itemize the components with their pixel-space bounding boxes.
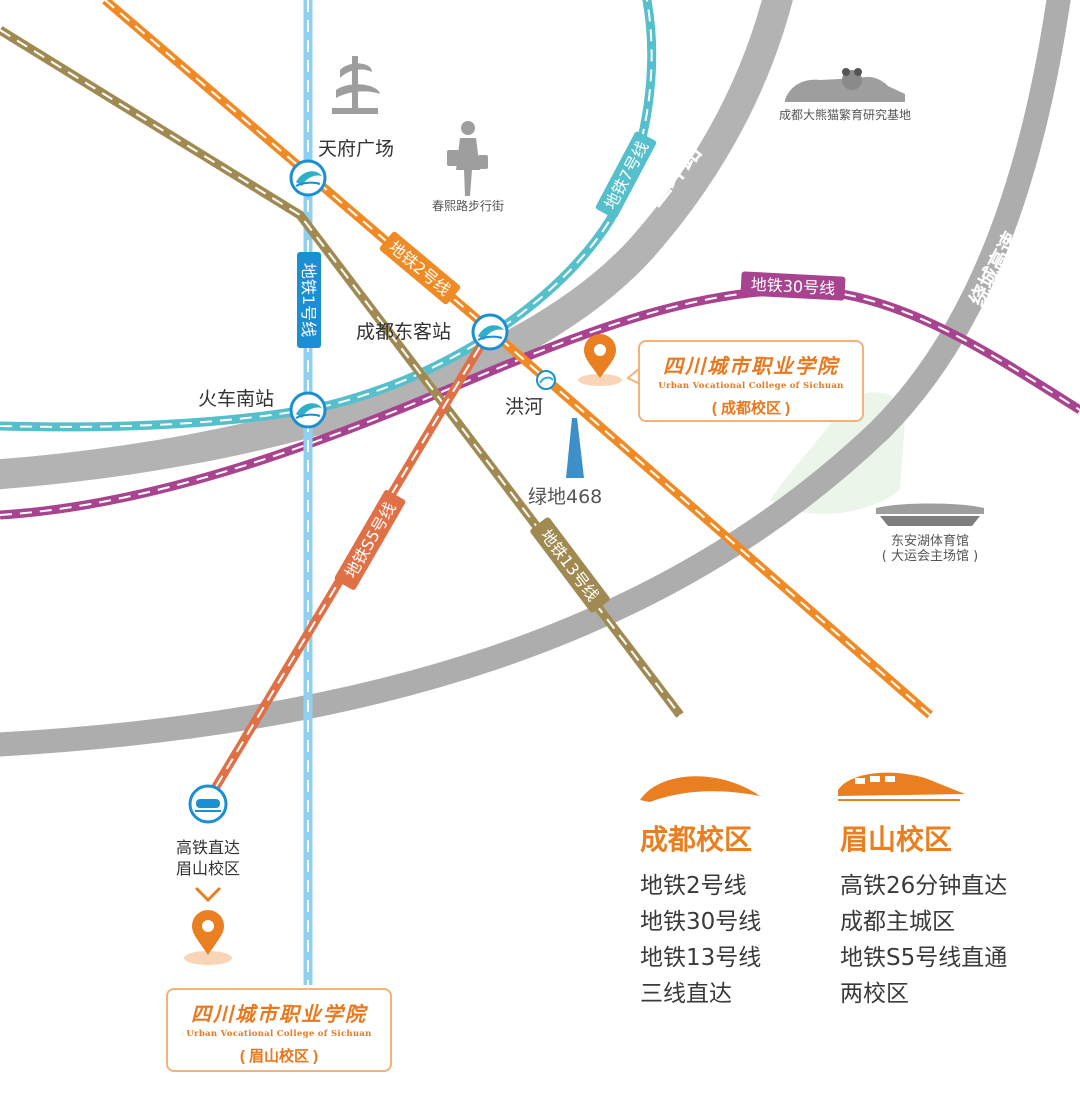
metro-line-7 [0, 0, 657, 432]
chengdu-campus-logo-icon [640, 776, 760, 802]
legend-meishan: 眉山校区 高铁26分钟直达 成都主城区 地铁S5号线直通 两校区 [840, 818, 1070, 1012]
legend-meishan-line: 地铁S5号线直通 [840, 945, 1008, 971]
stadium-icon [876, 503, 984, 526]
panda-base-icon [785, 68, 905, 102]
high-speed-train-icon [838, 772, 965, 801]
station-tianfu-square[interactable] [289, 159, 327, 197]
greenland-label: 绿地468 [528, 486, 602, 508]
line-1-badge: 地铁1号线 [297, 252, 321, 348]
station-tianfu-label: 天府广场 [318, 138, 394, 160]
station-south-railway[interactable] [289, 391, 327, 429]
stadium-sublabel: ( 大运会主场馆 ) [882, 549, 978, 564]
line-2-badge: 地铁2号线 [379, 231, 461, 305]
metro-line-13 [0, 26, 684, 718]
svg-text:地铁2号线: 地铁2号线 [385, 237, 454, 299]
greenland-tower-icon [566, 418, 584, 478]
legend-chengdu-line: 三线直达 [640, 981, 732, 1007]
line-13-badge: 地铁13号线 [530, 517, 610, 613]
ring-road-third [0, 0, 793, 490]
legend-chengdu-line: 地铁30号线 [640, 909, 762, 935]
legend-meishan-title: 眉山校区 [840, 823, 953, 856]
station-south-railway-label: 火车南站 [198, 388, 274, 410]
svg-text:地铁13号线: 地铁13号线 [537, 526, 603, 605]
college-name-en-cd: Urban Vocational College of Sichuan [658, 381, 844, 391]
metro-line-7-dash [0, 0, 653, 428]
panda-base-label: 成都大熊猫繁育研究基地 [779, 107, 911, 122]
legend-meishan-line: 高铁26分钟直达 [840, 873, 1008, 899]
ring-road-bypass [0, 0, 1071, 757]
chunxi-shopper-icon [447, 121, 488, 196]
svg-text:地铁30号线: 地铁30号线 [750, 275, 835, 298]
meishan-campus-callout[interactable]: 四川城市职业学院 Urban Vocational College of Sic… [166, 988, 392, 1072]
tianfu-sculpture-icon [332, 56, 380, 114]
chengdu-campus-callout[interactable]: 四川城市职业学院 Urban Vocational College of Sic… [638, 340, 864, 422]
legend-meishan-line: 成都主城区 [840, 909, 955, 935]
svg-text:地铁1号线: 地铁1号线 [299, 263, 318, 337]
chunxi-label: 春熙路步行街 [432, 198, 504, 213]
line-30-badge: 地铁30号线 [740, 271, 846, 301]
stadium-label: 东安湖体育馆 [891, 533, 969, 549]
station-hsr[interactable] [188, 784, 228, 824]
chengdu-campus-pin-icon [578, 334, 622, 386]
college-name-ms: 四川城市职业学院 [191, 1002, 367, 1026]
line-s5-badge: 地铁S5号线 [334, 490, 406, 590]
campus-label-cd: ( 成都校区 ) [711, 400, 791, 417]
chengdu-callout-pointer [626, 367, 641, 385]
legend-chengdu: 成都校区 地铁2号线 地铁30号线 地铁13号线 三线直达 [640, 818, 820, 1012]
hsr-label-line1: 高铁直达 [176, 838, 240, 857]
station-chengdu-east-label: 成都东客站 [356, 321, 451, 343]
svg-text:地铁S5号线: 地铁S5号线 [341, 499, 400, 582]
station-chengdu-east[interactable] [471, 313, 509, 351]
line-7-badge: 地铁7号线 [595, 131, 657, 219]
legend-meishan-line: 两校区 [840, 981, 909, 1007]
college-name-en-ms: Urban Vocational College of Sichuan [186, 1029, 372, 1039]
metro-line-30 [0, 285, 1080, 520]
campus-label-ms: ( 眉山校区 ) [239, 1048, 319, 1065]
college-name-cd: 四川城市职业学院 [663, 354, 839, 378]
station-honghe[interactable] [536, 370, 556, 390]
legend-chengdu-line: 地铁2号线 [640, 873, 747, 899]
down-arrow-icon [194, 886, 222, 903]
metro-line-13-dash [0, 29, 681, 716]
metro-line-s5-dash [204, 329, 491, 806]
legend-chengdu-line: 地铁13号线 [640, 945, 762, 971]
legend-chengdu-title: 成都校区 [640, 823, 753, 856]
hsr-label-line2: 眉山校区 [176, 859, 240, 878]
meishan-campus-pin-icon [184, 910, 232, 965]
station-honghe-label: 洪河 [505, 396, 543, 418]
